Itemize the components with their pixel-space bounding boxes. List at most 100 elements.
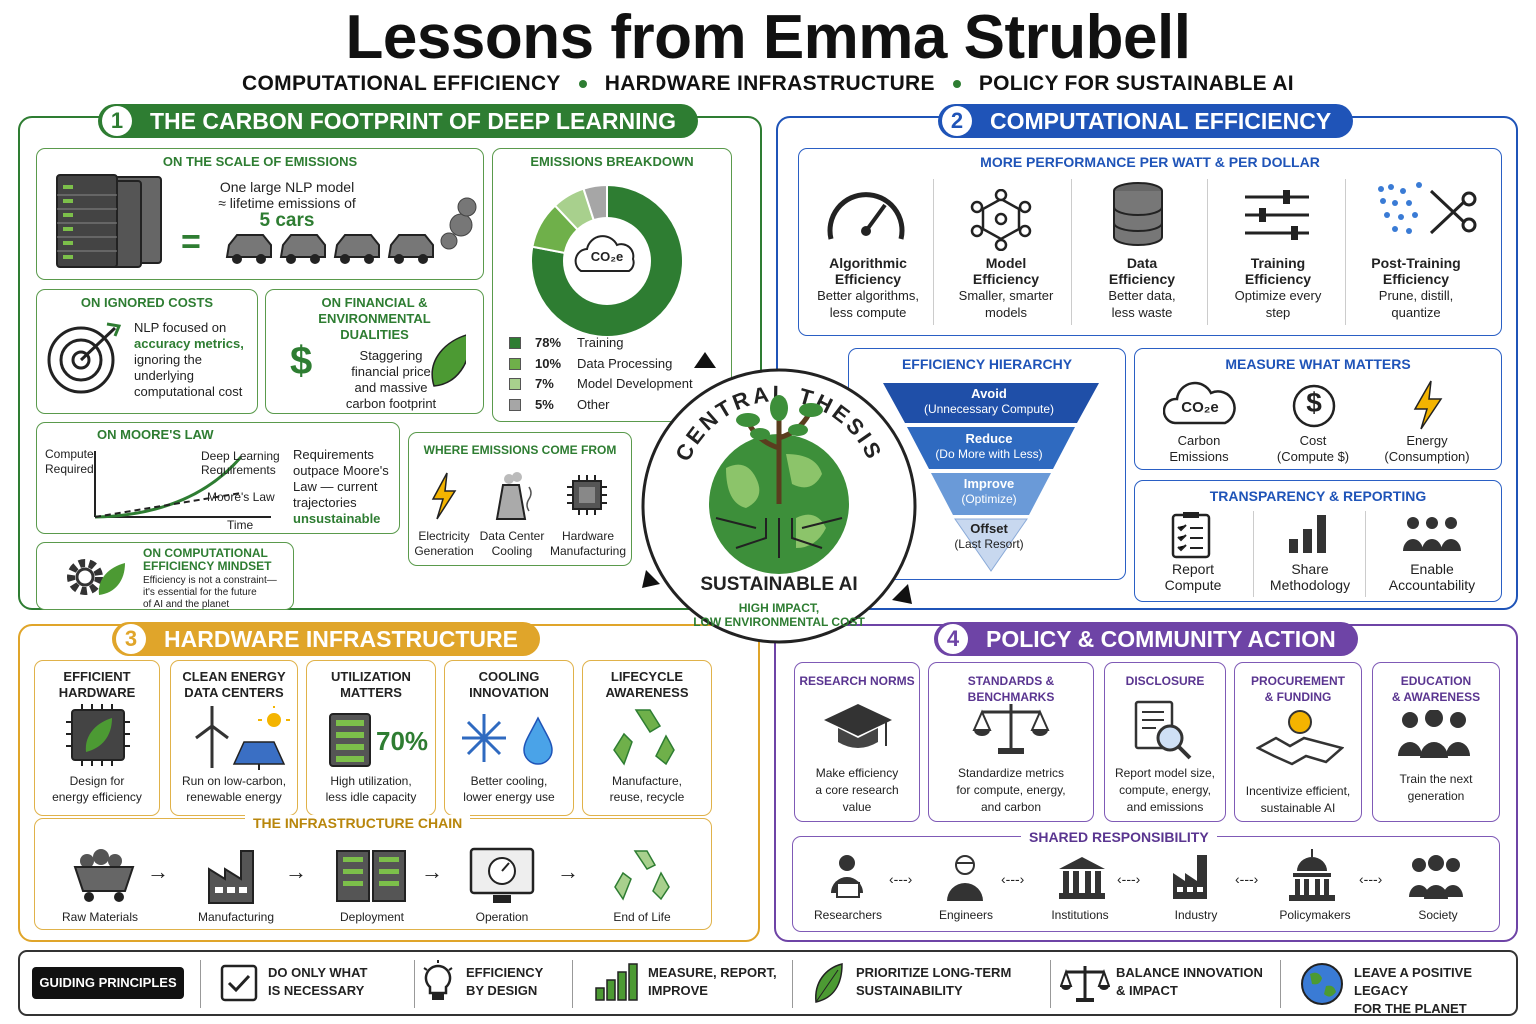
type-title: Efficiency — [1108, 271, 1176, 287]
ignored-line-3: ignoring the — [134, 352, 202, 367]
moore-text-1: Requirements — [293, 447, 374, 462]
type-desc: Better data, — [1108, 288, 1176, 303]
principle-line: MEASURE, REPORT, — [648, 965, 777, 980]
moore-text-4: trajectories — [293, 495, 357, 510]
card-desc: for compute, energy, — [956, 783, 1066, 797]
arrow-right-icon: → — [285, 859, 307, 884]
label-line: (Compute $) — [1276, 449, 1350, 464]
legend-item: 10%Data Processing — [509, 356, 672, 371]
cars-icon — [225, 197, 477, 264]
hier-level: Improve(Optimize) — [919, 476, 1059, 507]
principle-line: PRIORITIZE LONG-TERM — [856, 965, 1012, 980]
card-desc: High utilization, — [330, 774, 412, 788]
checklist-icon — [1171, 512, 1211, 559]
stakeholder-label: Industry — [1174, 908, 1218, 922]
card-desc: energy efficiency — [52, 790, 142, 804]
card-desc: and emissions — [1126, 800, 1204, 814]
label-line: Compute — [1164, 577, 1222, 593]
hier-level: Reduce(Do More with Less) — [919, 431, 1059, 462]
co2-label: CO₂e — [1181, 399, 1219, 416]
svg-text:$: $ — [290, 339, 312, 383]
card-heading-2: ENVIRONMENTAL — [318, 311, 431, 326]
card-heading: DISCLOSURE — [1125, 674, 1205, 688]
type-title: Efficiency — [972, 271, 1040, 287]
card-desc: sustainable AI — [1260, 801, 1336, 815]
divider — [1071, 179, 1072, 325]
recycle-icon — [613, 709, 675, 766]
level-title: Improve — [963, 476, 1015, 491]
bidirectional-arrow-icon: ‹---› — [1117, 871, 1141, 887]
ignored-line-1: NLP focused on — [134, 320, 227, 335]
snowflake-water-icon — [462, 714, 553, 765]
card-heading: ON IGNORED COSTS — [80, 295, 214, 310]
card-desc: Standardize metrics — [957, 766, 1065, 780]
ignored-line-5: computational cost — [134, 384, 243, 399]
card-shared-responsibility: SHARED RESPONSIBILITY ‹---› ‹---› ‹---› … — [792, 829, 1500, 932]
financial-line-3: and massive — [354, 380, 428, 395]
type-desc: step — [1265, 305, 1291, 320]
card-desc: Train the next — [1399, 772, 1473, 786]
level-title: Avoid — [971, 386, 1007, 401]
chip-leaf-icon — [66, 704, 130, 766]
page-title: Lessons from Emma Strubell — [345, 3, 1191, 72]
pie-center-label: CO₂e — [590, 249, 624, 264]
card-financial-dualities: ON FINANCIAL & ENVIRONMENTAL DUALITIES $… — [265, 289, 484, 414]
legend-swatch — [509, 357, 521, 370]
thesis-sub-1: HIGH IMPACT, — [738, 601, 820, 615]
type-desc: Optimize every — [1234, 288, 1322, 303]
card-efficiency-mindset: ON COMPUTATIONAL EFFICIENCY MINDSET Effi… — [36, 542, 294, 610]
chain-label: Manufacturing — [197, 910, 275, 924]
card-desc: Run on low-carbon, — [181, 774, 287, 788]
dollar-circle-icon — [1292, 384, 1336, 428]
y-axis-label-2: Required — [45, 462, 94, 476]
divider — [1345, 179, 1346, 325]
type-title: Data — [1126, 255, 1158, 271]
principle-line: IMPROVE — [648, 983, 708, 998]
label-line: Cooling — [491, 544, 533, 558]
card-heading: INNOVATION — [469, 685, 549, 700]
card-desc: less idle capacity — [325, 790, 417, 804]
lightning-icon — [431, 472, 457, 520]
legend-label: Other — [577, 396, 610, 412]
type-desc: Better algorithms, — [817, 288, 919, 303]
scissors-icon — [1378, 182, 1477, 235]
card-heading: & AWARENESS — [1391, 690, 1481, 704]
arrow-right-icon: → — [147, 859, 169, 884]
level-sub: (Last Resort) — [954, 537, 1024, 551]
type-desc: quantize — [1391, 305, 1441, 320]
card-desc: reuse, recycle — [609, 790, 685, 804]
card-heading: COOLING — [478, 669, 540, 684]
co2-cloud-icon — [1163, 381, 1236, 425]
handshake-coin-icon — [1256, 710, 1344, 766]
balance-scale-icon — [1060, 966, 1110, 1002]
type-desc: models — [985, 305, 1027, 320]
divider — [200, 960, 201, 1008]
label-line: Report — [1171, 561, 1215, 577]
card-heading: DATA CENTERS — [184, 685, 284, 700]
legend-swatch — [509, 378, 521, 390]
type-desc: less compute — [829, 305, 907, 320]
pie-slice-training — [530, 183, 684, 338]
divider — [1253, 511, 1254, 597]
bidirectional-arrow-icon: ‹---› — [889, 871, 913, 887]
level-title: Reduce — [965, 431, 1013, 446]
growth-bar-chart-icon — [595, 963, 638, 1001]
legend-item: 5%Other — [509, 397, 610, 412]
card-heading: AWARENESS — [605, 685, 689, 700]
scale-line-2: ≈ lifetime emissions of — [218, 195, 356, 211]
card-heading: HARDWARE — [58, 685, 136, 700]
researcher-icon — [831, 855, 863, 898]
legend-swatch — [509, 398, 521, 411]
